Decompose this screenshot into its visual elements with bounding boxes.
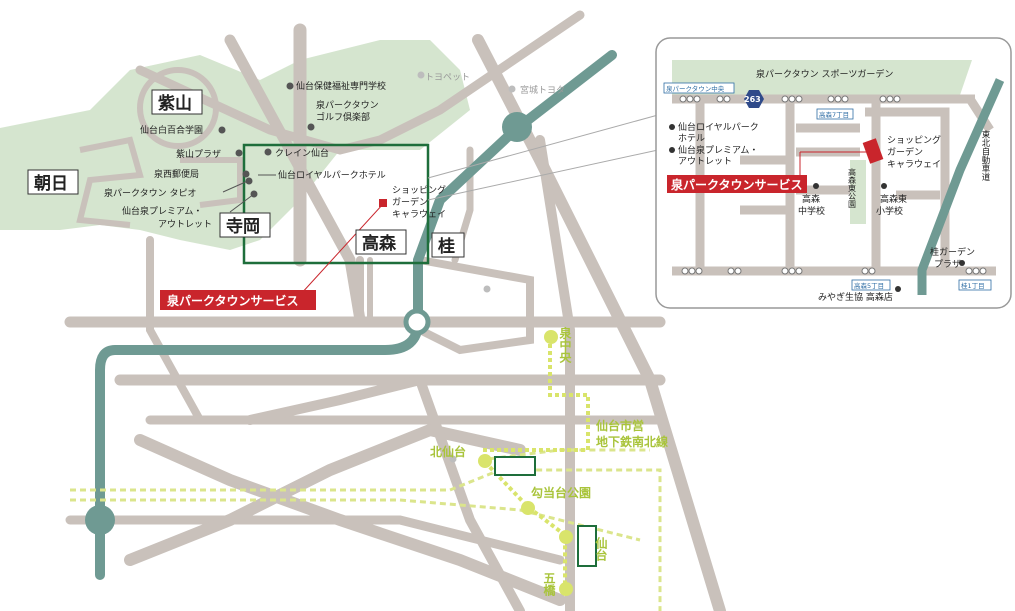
- service-label-box: [160, 290, 316, 310]
- label-crane: クレイン仙台: [275, 147, 329, 159]
- area-murasakiyama: 紫山: [158, 93, 192, 114]
- kita-sendai-box: [494, 456, 536, 476]
- station-kita-sendai: 北仙台: [430, 444, 466, 459]
- inset-jhs-2: 中学校: [798, 205, 825, 217]
- inset-map: 263 泉パークタウン中央 高森7丁目 高森5丁目 桂1丁目 泉パークタウン ス…: [655, 37, 1012, 309]
- inset-shopping-1: ショッピング: [887, 134, 941, 146]
- park-area: [0, 40, 470, 250]
- roads: [64, 10, 726, 611]
- label-royal: 仙台ロイヤルパークホテル: [278, 169, 386, 181]
- ic-label: 泉パークタウン中央: [666, 84, 725, 93]
- inset-top-label: 泉パークタウン スポーツガーデン: [756, 68, 893, 80]
- landmark-dots: [218, 82, 315, 198]
- subway-line: [483, 337, 590, 590]
- area-takamori: 高森: [362, 233, 397, 254]
- inset-service-marker: [862, 138, 884, 164]
- station-izumi-chuo: 泉中央: [558, 326, 572, 364]
- inset-coop: みやぎ生協 高森店: [818, 291, 893, 303]
- service-marker: [379, 199, 387, 207]
- inset-expressway: 東北自動車道: [980, 129, 990, 182]
- inset-royal-1: 仙台ロイヤルパーク: [678, 121, 759, 133]
- inset-es-2: 小学校: [876, 205, 903, 217]
- expressway-ic-1: [502, 112, 532, 142]
- area-box-murasakiyama: [151, 89, 203, 115]
- inset-service-box: [667, 175, 807, 193]
- subway-name-1: 仙台市営: [596, 418, 644, 433]
- station-sendai: 仙台: [594, 536, 608, 562]
- katsura1-label: 桂1丁目: [961, 281, 985, 290]
- label-golf-2: ゴルフ倶楽部: [316, 111, 370, 123]
- inset-jhs-1: 高森: [802, 193, 820, 205]
- label-shopping-2: ガーデン: [392, 196, 428, 208]
- label-tapio: 泉パークタウン タピオ: [104, 187, 197, 199]
- takamori5-label: 高森5丁目: [854, 281, 884, 290]
- area-teraoka: 寺岡: [226, 216, 260, 237]
- label-school: 仙台保健福祉専門学校: [296, 80, 386, 92]
- area-katsura: 桂: [437, 236, 455, 257]
- sendai-box: [577, 525, 597, 567]
- route-number: 263: [744, 95, 761, 104]
- zoom-frame: [242, 143, 430, 265]
- station-itsutsubashi: 五橋: [542, 572, 556, 597]
- area-box-teraoka: [219, 212, 271, 238]
- station-koutoudai: 勾当台公園: [531, 485, 591, 500]
- inset-es-1: 高森東: [880, 193, 907, 205]
- label-toyopet: トヨペット: [425, 73, 470, 83]
- inset-service-label: 泉パークタウンサービス: [671, 177, 803, 192]
- inset-royal-2: ホテル: [678, 133, 705, 144]
- inset-shopping-2: ガーデン: [887, 146, 923, 158]
- area-box-takamori: [355, 229, 407, 255]
- label-miyagi-toyota: 宮城トヨタ: [520, 84, 565, 96]
- label-shopping-3: キャラウェイ: [392, 209, 446, 220]
- label-shopping-1: ショッピング: [392, 184, 446, 196]
- label-shirayuri: 仙台白百合学園: [140, 124, 203, 136]
- inset-park: 高森東公園: [848, 167, 857, 209]
- subway-stations: [478, 330, 573, 596]
- inset-katsura-1: 桂ガーデン: [930, 246, 975, 258]
- takamori7-label: 高森7丁目: [819, 110, 849, 119]
- murasakiyama-loop: [76, 67, 243, 228]
- service-label: 泉パークタウンサービス: [167, 293, 299, 308]
- area-box-katsura: [431, 232, 465, 258]
- expressway-ic-3: [85, 505, 115, 535]
- zoom-leaders: [427, 114, 659, 201]
- inset-shopping-3: キャラウェイ: [887, 159, 941, 170]
- label-outlet-1: 仙台泉プレミアム・: [122, 205, 202, 217]
- label-post: 泉西郵便局: [154, 168, 199, 180]
- inset-outlet-1: 仙台泉プレミアム・: [678, 144, 758, 156]
- inset-katsura-2: プラザ: [934, 259, 961, 270]
- label-golf-1: 泉パークタウン: [316, 99, 379, 111]
- inset-outlet-2: アウトレット: [678, 156, 732, 167]
- subway-name-2: 地下鉄南北線: [596, 434, 668, 449]
- label-murasaki-plaza: 紫山プラザ: [176, 149, 221, 160]
- dealer-dots: [417, 71, 516, 463]
- label-outlet-2: アウトレット: [158, 219, 212, 230]
- service-leader: [299, 203, 384, 296]
- area-box-asahi: [27, 169, 79, 195]
- expressway-ic-2: [403, 308, 431, 336]
- landmark-leaders: [222, 174, 276, 213]
- area-asahi: 朝日: [34, 173, 68, 194]
